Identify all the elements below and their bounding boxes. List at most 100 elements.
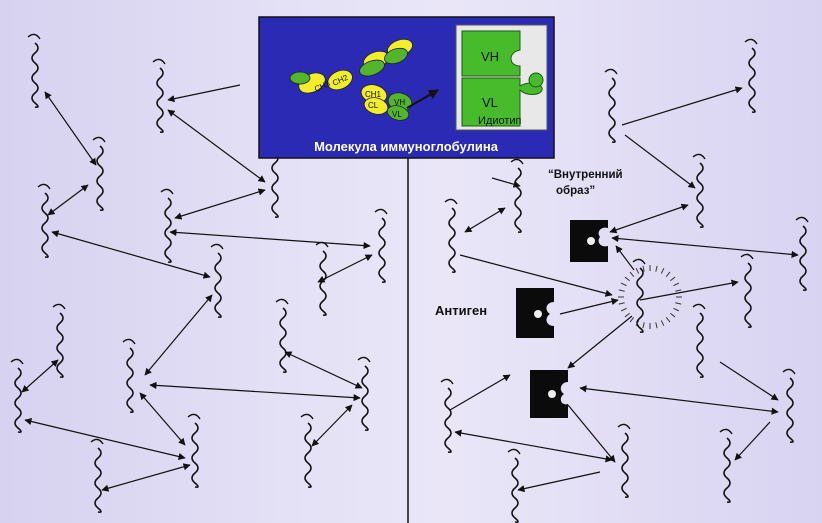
wavy-antibody-icon <box>744 262 752 328</box>
domain-label-ch1: CH1 <box>365 90 382 99</box>
interaction-arrow <box>139 392 186 446</box>
interaction-arrow <box>579 385 779 415</box>
wavy-antibody-icon <box>448 207 456 273</box>
antibody-binding-site-icon <box>160 188 174 195</box>
antibody-binding-site-icon <box>37 183 51 190</box>
antibody-binding-site-icon <box>27 33 41 40</box>
antibody-binding-site-icon <box>122 338 136 345</box>
wavy-antibody-icon <box>214 252 222 318</box>
wavy-antibody-icon <box>378 217 386 283</box>
antibody-binding-site-icon <box>617 423 631 430</box>
interaction-arrow <box>624 134 696 189</box>
halo-tick <box>624 276 630 282</box>
interaction-arrow <box>51 230 211 279</box>
wavy-antibody-icon <box>444 387 452 453</box>
wavy-antibody-icon <box>191 422 199 488</box>
wavy-antibody-icon <box>271 152 279 218</box>
wavy-antibody-icon <box>799 225 807 291</box>
halo-tick <box>618 289 625 292</box>
interaction-arrow <box>449 374 511 411</box>
wavy-antibody-icon <box>96 145 104 211</box>
antigen-puzzle-icon <box>516 288 554 338</box>
interaction-arrow <box>639 279 739 301</box>
domain-label-vh: VH <box>394 98 405 107</box>
halo-tick <box>675 289 682 292</box>
antibody-binding-site-icon <box>52 303 66 310</box>
interaction-arrow <box>611 235 799 258</box>
halo-tick <box>620 282 627 287</box>
interaction-arrow <box>149 381 361 402</box>
antibody-binding-site-icon <box>782 368 796 375</box>
interaction-arrow <box>167 84 241 103</box>
wavy-antibody-icon <box>31 42 39 108</box>
panel-title: Молекула иммуноглобулина <box>314 139 499 154</box>
antibody-binding-site-icon <box>795 216 809 223</box>
wavy-antibody-icon <box>608 77 616 143</box>
interaction-arrow <box>174 188 266 220</box>
interaction-arrow <box>169 228 371 250</box>
wavy-antibody-icon <box>94 447 102 513</box>
halo-tick <box>660 267 665 274</box>
halo-tick <box>618 302 625 305</box>
wavy-antibody-icon <box>41 192 49 258</box>
wavy-antibody-icon <box>511 457 519 523</box>
wavy-antibody-icon <box>156 67 164 133</box>
interaction-arrow <box>47 184 89 216</box>
idiotype-caption: Идиотип <box>478 115 522 127</box>
wavy-antibody-icon <box>514 167 522 233</box>
antigen-label: Антиген <box>435 303 488 318</box>
idiotype-vl-label: VL <box>482 95 498 110</box>
antibody-binding-site-icon <box>510 158 524 165</box>
interaction-arrow <box>101 463 191 492</box>
immunoglobulin-molecule-icon <box>289 38 439 121</box>
halo-tick <box>655 265 658 272</box>
antibody-binding-site-icon <box>744 38 758 45</box>
wavy-antibody-icon <box>361 365 369 431</box>
antibody-binding-site-icon <box>315 241 329 248</box>
wavy-antibody-icon <box>696 312 704 378</box>
domain-label-vl: VL <box>392 110 402 119</box>
interaction-arrow <box>311 404 353 447</box>
interaction-arrow <box>621 86 743 126</box>
halo-tick <box>665 317 671 323</box>
halo-tick <box>642 265 645 272</box>
antibody-binding-site-icon <box>210 243 224 250</box>
wavy-antibody-icon <box>621 432 629 498</box>
interaction-arrow <box>567 315 633 369</box>
halo-tick <box>620 307 627 312</box>
interaction-arrow <box>144 294 213 376</box>
antibody-binding-site-icon <box>357 356 371 363</box>
halo-tick <box>629 317 635 323</box>
interaction-arrow <box>167 109 266 183</box>
halo-tick <box>670 276 676 282</box>
wavy-antibody-icon <box>723 437 731 503</box>
wavy-antibody-icon <box>126 347 134 413</box>
interaction-arrow <box>284 351 363 389</box>
wavy-antibody-icon <box>748 47 756 113</box>
interaction-arrow <box>609 203 689 234</box>
interaction-arrow <box>24 417 186 461</box>
antibody-binding-site-icon <box>187 413 201 420</box>
halo-tick <box>655 322 658 329</box>
idiotype-inset: VH VL Идиотип <box>455 24 548 131</box>
puzzle-piece-icon <box>570 220 608 262</box>
antibody-binding-site-icon <box>604 68 618 75</box>
antibody-binding-site-icon <box>507 448 521 455</box>
halo-tick <box>624 312 630 318</box>
domain-label-cl: CL <box>368 101 379 110</box>
wavy-antibody-icon <box>164 197 172 263</box>
antibody-binding-site-icon <box>374 208 388 215</box>
antibody-binding-site-icon <box>92 136 106 143</box>
antibody-binding-site-icon <box>90 438 104 445</box>
wavy-antibody-icon <box>304 422 312 488</box>
wavy-antibody-icon <box>636 267 644 333</box>
interaction-arrow <box>567 404 616 463</box>
interaction-arrow <box>44 91 97 166</box>
antibody-binding-site-icon <box>632 258 646 265</box>
antibody-binding-site-icon <box>692 153 706 160</box>
interaction-arrow <box>559 298 619 315</box>
antibody-binding-site-icon <box>440 378 454 385</box>
halo-tick <box>635 267 640 274</box>
antibody-binding-site-icon <box>10 358 24 365</box>
interaction-arrow <box>21 359 59 393</box>
